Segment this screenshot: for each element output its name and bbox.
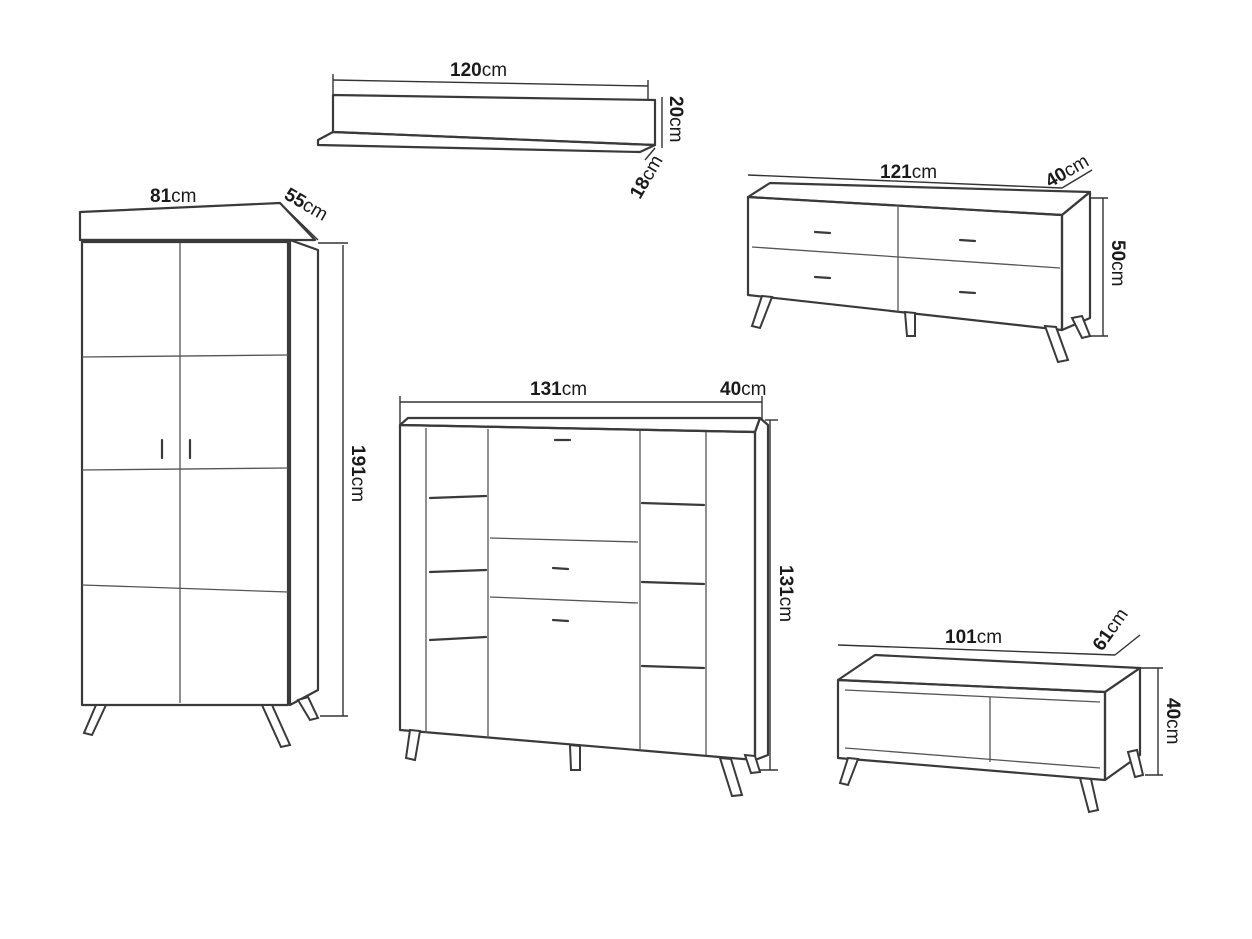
coffee-table-height-label: 40cm — [1162, 698, 1183, 744]
highboard-drawing — [398, 396, 778, 798]
wardrobe-width-label: 81cm — [150, 186, 196, 207]
coffee-table-depth-label: 61cm — [1089, 605, 1133, 655]
wardrobe-height-label: 191cm — [347, 445, 368, 502]
wall-shelf-drawing — [316, 74, 663, 161]
highboard-height-label: 131cm — [775, 565, 796, 622]
highboard-depth-label: 40cm — [720, 379, 766, 400]
shelf-width-dimension-line — [332, 79, 649, 87]
shelf-depth-label: 18cm — [626, 152, 667, 203]
shelf-height-label: 20cm — [665, 96, 686, 142]
wardrobe-drawing — [78, 201, 348, 749]
wardrobe-depth-label: 55cm — [281, 184, 332, 225]
shelf-width-label: 120cm — [450, 60, 507, 81]
sideboard-depth-label: 40cm — [1042, 151, 1093, 192]
sideboard-height-label: 50cm — [1107, 240, 1128, 286]
sideboard-width-dimension-line — [747, 174, 1063, 189]
coffee-table-drawing — [836, 634, 1163, 814]
sideboard-width-label: 121cm — [880, 162, 937, 183]
coffee-table-width-label: 101cm — [945, 627, 1002, 648]
highboard-width-label: 131cm — [530, 379, 587, 400]
sideboard-drawing — [746, 169, 1108, 364]
coffee-table-width-dimension-line — [837, 644, 1116, 656]
